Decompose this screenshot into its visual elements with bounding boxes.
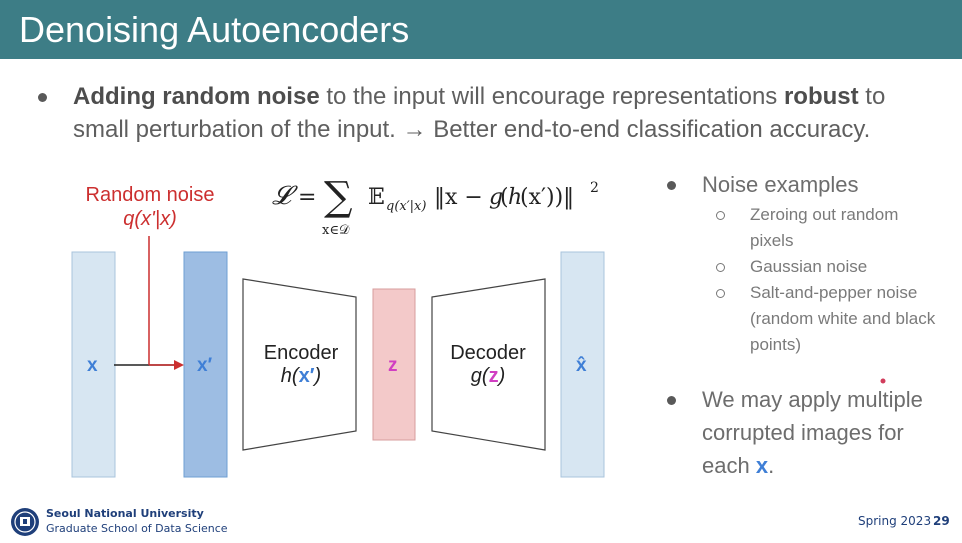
noise-example-item: Zeroing out random pixels [750, 205, 899, 250]
bullet-dot [667, 181, 676, 190]
encoder-close: ) [314, 365, 322, 387]
note-text: We may apply multiple corrupted images f… [702, 387, 923, 478]
apply-multiple-note: We may apply multiple corrupted images f… [702, 383, 932, 482]
input-x-label: x [87, 355, 98, 376]
text-span: to the input will encourage representati… [319, 83, 784, 110]
bold-robust: robust [783, 83, 859, 110]
sub-bullet [716, 211, 725, 220]
sub-bullet [716, 289, 725, 298]
main-bullet-text: Adding random noise to the input will en… [73, 80, 943, 146]
note-variable: x [755, 453, 769, 478]
bullet-dot [667, 396, 676, 405]
noise-examples-heading: Noise examples [702, 172, 859, 197]
arrow-head [174, 360, 184, 370]
noisy-x-label: x′ [197, 355, 213, 376]
decoder-label: Decoder [450, 342, 526, 364]
svg-text:x∈𝒟: x∈𝒟 [322, 223, 350, 238]
svg-text:𝓛: 𝓛 [272, 181, 298, 211]
svg-text:𝔼: 𝔼 [368, 185, 385, 210]
decoder-arg: z [488, 365, 499, 387]
latent-z-label: z [388, 355, 398, 376]
encoder-arg: x′ [298, 365, 315, 387]
decoder-fn: g( [470, 365, 489, 387]
encoder-label: Encoder [263, 342, 339, 364]
decoder-close: ) [498, 365, 506, 387]
encoder-text: Encoder h(x′) [248, 342, 354, 388]
term-label: Spring 2023 [858, 514, 932, 528]
svg-text:=: = [298, 185, 316, 210]
bold-phrase: Adding random noise [73, 83, 320, 110]
noise-example-item: Salt-and-pepper noise (random white and … [750, 283, 936, 354]
university-logo-icon [11, 508, 39, 536]
output-xhat-label: x̂ [576, 355, 587, 376]
encoder-function: h(x′) [248, 365, 354, 388]
svg-text:q(x′|x): q(x′|x) [386, 199, 426, 214]
svg-text:2: 2 [590, 180, 599, 196]
slide-title: Denoising Autoencoders [19, 9, 410, 50]
svg-text:∑: ∑ [324, 174, 353, 220]
school-name: Graduate School of Data Science [46, 522, 228, 535]
loss-formula: 𝓛 = ∑ x∈𝒟 𝔼 q(x′|x) ‖x − g ( h (x′))‖ 2 [272, 168, 612, 247]
svg-text:(x′))‖: (x′))‖ [520, 185, 574, 210]
formula-svg: 𝓛 = ∑ x∈𝒟 𝔼 q(x′|x) ‖x − g ( h (x′))‖ 2 [272, 174, 599, 238]
svg-text:‖x −: ‖x − [434, 185, 483, 210]
bullet-dot [38, 93, 47, 102]
decoder-function: g(z) [435, 365, 541, 388]
title-bar: Denoising Autoencoders [0, 0, 962, 59]
sub-bullet [716, 263, 725, 272]
noise-label: Random noise [85, 184, 215, 206]
decoder-text: Decoder g(z) [435, 342, 541, 388]
noise-example-item: Gaussian noise [750, 257, 868, 276]
university-name: Seoul National University [46, 507, 204, 520]
noise-distribution: q(x'|x) [123, 208, 177, 230]
svg-text:(: ( [500, 185, 509, 210]
svg-text:g: g [489, 185, 503, 210]
text-span: to small perturbation of the input. → Be… [73, 83, 886, 143]
svg-text:h: h [508, 185, 522, 210]
page-number: 29 [933, 514, 950, 528]
note-period: . [768, 453, 775, 478]
encoder-fn: h( [280, 365, 299, 387]
